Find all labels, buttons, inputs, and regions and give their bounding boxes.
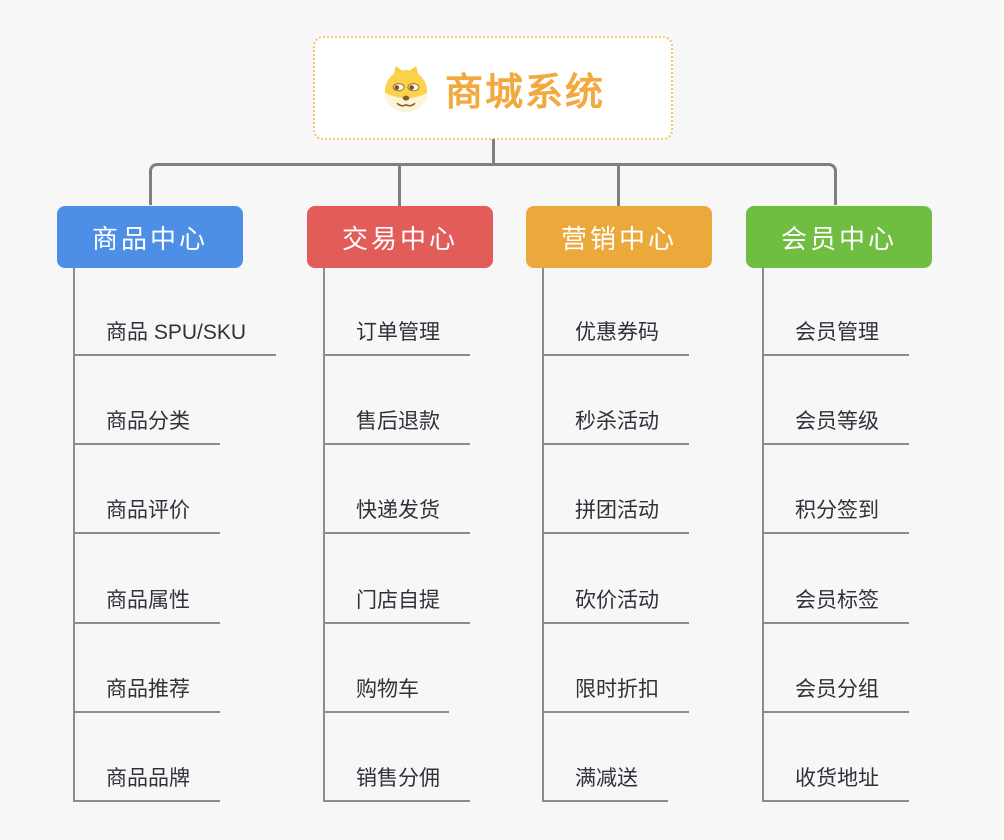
branch-node[interactable]: 商品中心 bbox=[57, 206, 243, 268]
root-title: 商城系统 bbox=[444, 71, 605, 114]
shiba-dog-icon bbox=[381, 63, 431, 113]
branch-item[interactable]: 秒杀活动 bbox=[542, 408, 689, 445]
branch-column-product: 商品中心 商品 SPU/SKU 商品分类 商品评价 商品属性 商品推荐 商品品牌 bbox=[57, 206, 317, 816]
branch-column-member: 会员中心 会员管理 会员等级 积分签到 会员标签 会员分组 收货地址 bbox=[746, 206, 1004, 816]
branch-node[interactable]: 会员中心 bbox=[746, 206, 932, 268]
connector-drop-trade bbox=[398, 165, 401, 206]
branch-item[interactable]: 商品推荐 bbox=[73, 676, 220, 713]
root-node[interactable]: 商城系统 bbox=[313, 36, 673, 140]
branch-item[interactable]: 会员等级 bbox=[762, 408, 909, 445]
branch-item[interactable]: 优惠券码 bbox=[542, 319, 689, 356]
branch-item[interactable]: 商品分类 bbox=[73, 408, 220, 445]
connector-root-vertical bbox=[492, 139, 495, 163]
branch-item[interactable]: 会员标签 bbox=[762, 587, 909, 624]
branch-item[interactable]: 商品属性 bbox=[73, 587, 220, 624]
branch-item[interactable]: 会员管理 bbox=[762, 319, 909, 356]
branch-item[interactable]: 快递发货 bbox=[323, 497, 470, 534]
branch-item[interactable]: 拼团活动 bbox=[542, 497, 689, 534]
branch-node[interactable]: 交易中心 bbox=[307, 206, 493, 268]
connector-drop-marketing bbox=[617, 165, 620, 206]
branch-column-trade: 交易中心 订单管理 售后退款 快递发货 门店自提 购物车 销售分佣 bbox=[307, 206, 567, 816]
branch-item[interactable]: 限时折扣 bbox=[542, 676, 689, 713]
branch-item[interactable]: 收货地址 bbox=[762, 765, 909, 802]
branch-connector-line bbox=[762, 268, 764, 802]
connector-horizontal-rail bbox=[149, 163, 837, 205]
branch-connector-line bbox=[323, 268, 325, 802]
branch-item[interactable]: 购物车 bbox=[323, 676, 449, 713]
branch-item[interactable]: 商品 SPU/SKU bbox=[73, 319, 277, 356]
branch-item[interactable]: 满减送 bbox=[542, 765, 668, 802]
branch-item[interactable]: 销售分佣 bbox=[323, 765, 470, 802]
branch-item[interactable]: 会员分组 bbox=[762, 676, 909, 713]
branch-item[interactable]: 砍价活动 bbox=[542, 587, 689, 624]
branch-item[interactable]: 订单管理 bbox=[323, 319, 470, 356]
branch-item[interactable]: 门店自提 bbox=[323, 587, 470, 624]
branch-item[interactable]: 商品品牌 bbox=[73, 765, 220, 802]
branch-item[interactable]: 积分签到 bbox=[762, 497, 909, 534]
branch-node[interactable]: 营销中心 bbox=[526, 206, 712, 268]
branch-column-marketing: 营销中心 优惠券码 秒杀活动 拼团活动 砍价活动 限时折扣 满减送 bbox=[526, 206, 786, 816]
branch-item[interactable]: 商品评价 bbox=[73, 497, 220, 534]
branch-item[interactable]: 售后退款 bbox=[323, 408, 470, 445]
branch-connector-line bbox=[73, 268, 75, 802]
branch-connector-line bbox=[542, 268, 544, 802]
